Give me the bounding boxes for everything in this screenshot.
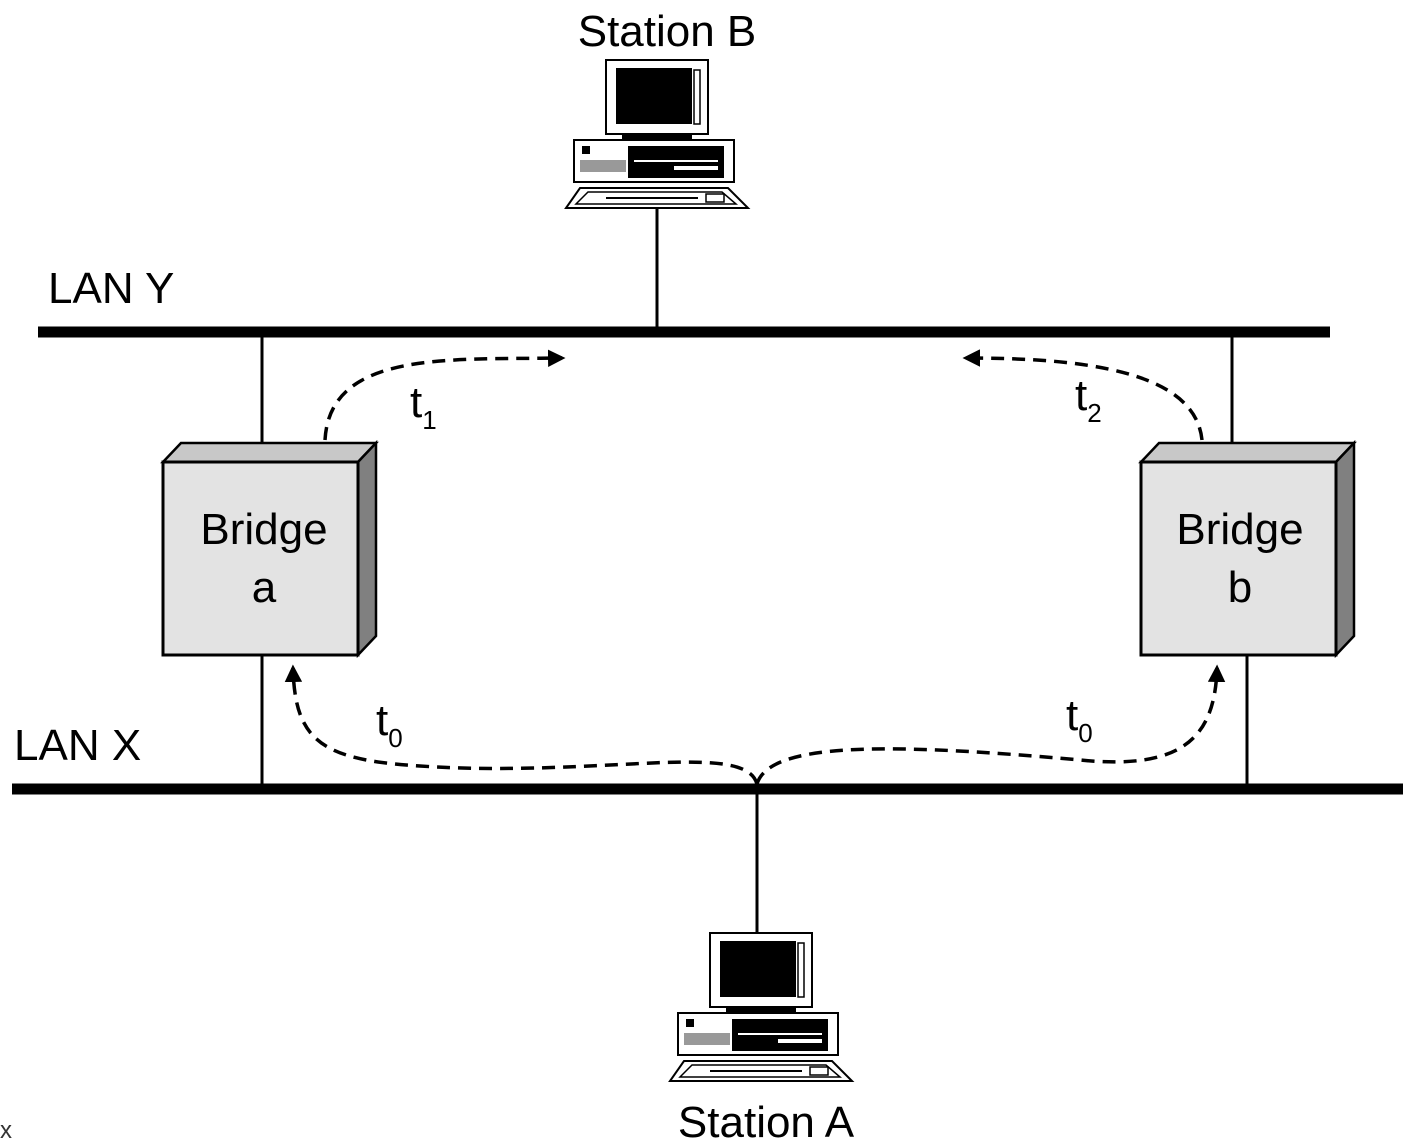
t0-left-arrow xyxy=(284,664,759,785)
bridge-a: Bridge a xyxy=(160,439,379,659)
t1-label: t1 xyxy=(410,378,437,435)
t1-forward-arrow xyxy=(323,349,566,441)
station-a-computer-icon xyxy=(669,932,853,1082)
t0-right-label: t0 xyxy=(1066,691,1093,748)
t2-forward-arrow xyxy=(962,349,1204,441)
station-b-label: Station B xyxy=(578,7,757,56)
t2-label: t2 xyxy=(1075,371,1102,428)
station-a-label: Station A xyxy=(678,1098,855,1144)
t0-right-arrow xyxy=(755,664,1226,785)
corner-mark: x xyxy=(0,1117,12,1144)
bridge-b-label-line1: Bridge xyxy=(1176,505,1303,554)
lan-y-label: LAN Y xyxy=(48,264,174,313)
t0-left-label: t0 xyxy=(376,696,403,753)
lan-x-label: LAN X xyxy=(14,721,141,770)
bridge-a-label-line2: a xyxy=(252,563,277,612)
bridge-a-label-line1: Bridge xyxy=(200,505,327,554)
station-b-computer-icon xyxy=(565,59,749,209)
bridge-b-label-line2: b xyxy=(1228,563,1252,612)
bridge-b: Bridge b xyxy=(1138,439,1357,659)
